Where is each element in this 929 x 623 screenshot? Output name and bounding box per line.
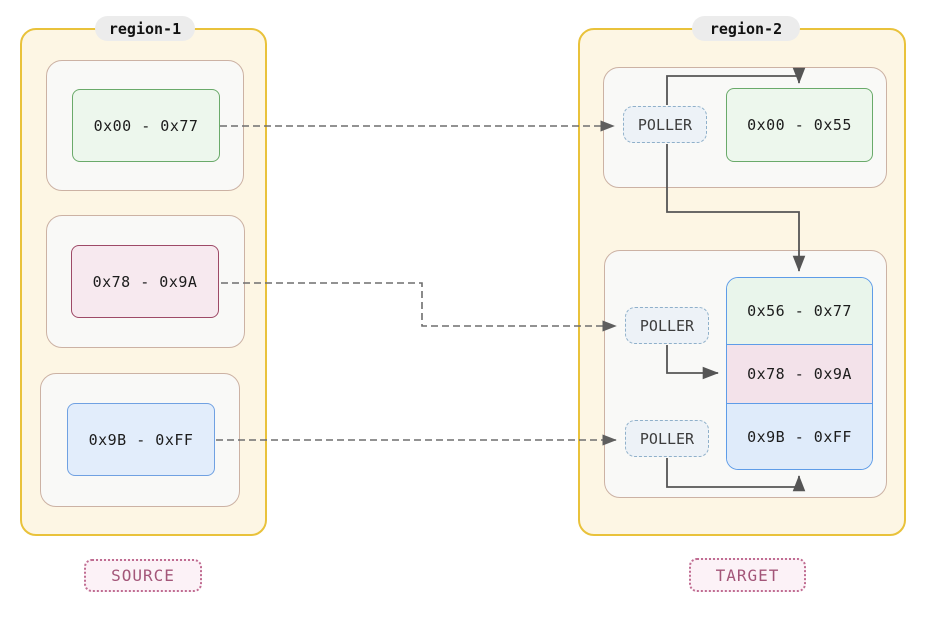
target-range-0x56-0x77: 0x56 - 0x77 — [727, 278, 872, 344]
target-range-0x00-0x55: 0x00 - 0x55 — [726, 88, 873, 162]
dashed-connector-range2-to-poller2 — [221, 282, 617, 332]
target-badge: TARGET — [689, 558, 806, 592]
region-source-title: region-1 — [95, 16, 195, 41]
target-range-0x78-0x9A: 0x78 - 0x9A — [727, 344, 872, 404]
poller-1: POLLER — [623, 106, 707, 143]
target-range-0x9B-0xFF: 0x9B - 0xFF — [727, 404, 872, 469]
poller-2: POLLER — [625, 307, 709, 344]
source-range-0x00-0x77: 0x00 - 0x77 — [72, 89, 220, 162]
region-target-title: region-2 — [692, 16, 800, 41]
source-range-0x78-0x9A: 0x78 - 0x9A — [71, 245, 219, 318]
target-stack: 0x56 - 0x77 0x78 - 0x9A 0x9B - 0xFF — [726, 277, 873, 470]
source-badge: SOURCE — [84, 559, 202, 592]
source-range-0x9B-0xFF: 0x9B - 0xFF — [67, 403, 215, 476]
poller-3: POLLER — [625, 420, 709, 457]
